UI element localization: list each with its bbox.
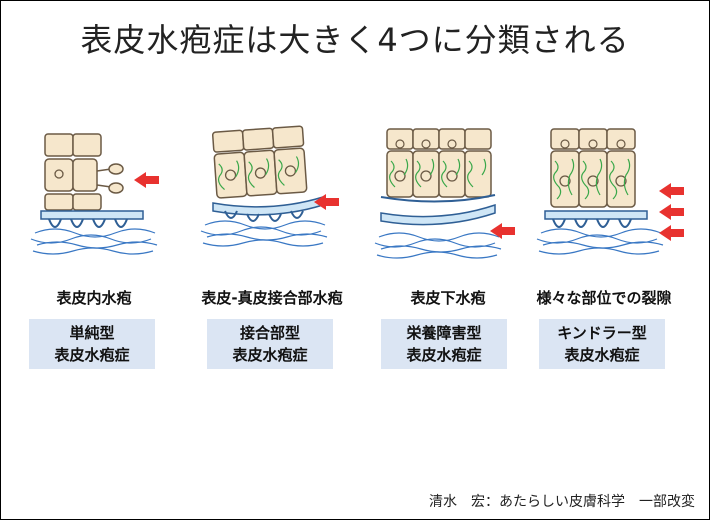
source-citation: 清水 宏：あたらしい皮膚科学 一部改変 [429,494,695,510]
diagram-intraepidermal [30,133,159,255]
type-box-line2: 表皮水疱症 [232,346,308,364]
force-arrow [659,225,684,241]
force-arrow [490,223,515,239]
type-box-line1: 単純型 [69,324,115,342]
type-box-kindler: キンドラー型 表皮水疱症 [539,319,665,369]
diagram-illustrations [30,125,684,259]
type-box-line1: キンドラー型 [557,324,647,342]
diagram-subepidermal [374,128,515,259]
column-label-intraepidermal: 表皮内水疱 [56,289,132,307]
type-box-line2: 表皮水疱症 [406,346,482,364]
column-label-subepidermal: 表皮下水疱 [410,289,486,307]
force-arrow [659,183,684,199]
page-title: 表皮水疱症は大きく4つに分類される [80,21,630,59]
diagram-kindler [536,128,684,255]
type-box-line2: 表皮水疱症 [564,346,640,364]
force-arrow [659,204,684,220]
type-box-line1: 栄養障害型 [406,324,482,342]
type-box-junctional: 接合部型 表皮水疱症 [207,319,333,369]
type-box-line2: 表皮水疱症 [54,346,130,364]
column-label-junctional: 表皮-真皮接合部水疱 [201,289,343,307]
diagram-junctional [200,125,339,247]
force-arrow [134,172,159,188]
type-box-dystrophic: 栄養障害型 表皮水疱症 [381,319,507,369]
type-box-simplex: 単純型 表皮水疱症 [29,319,155,369]
column-label-kindler: 様々な部位での裂隙 [536,289,672,307]
force-arrow [314,194,339,210]
type-box-line1: 接合部型 [239,324,300,342]
